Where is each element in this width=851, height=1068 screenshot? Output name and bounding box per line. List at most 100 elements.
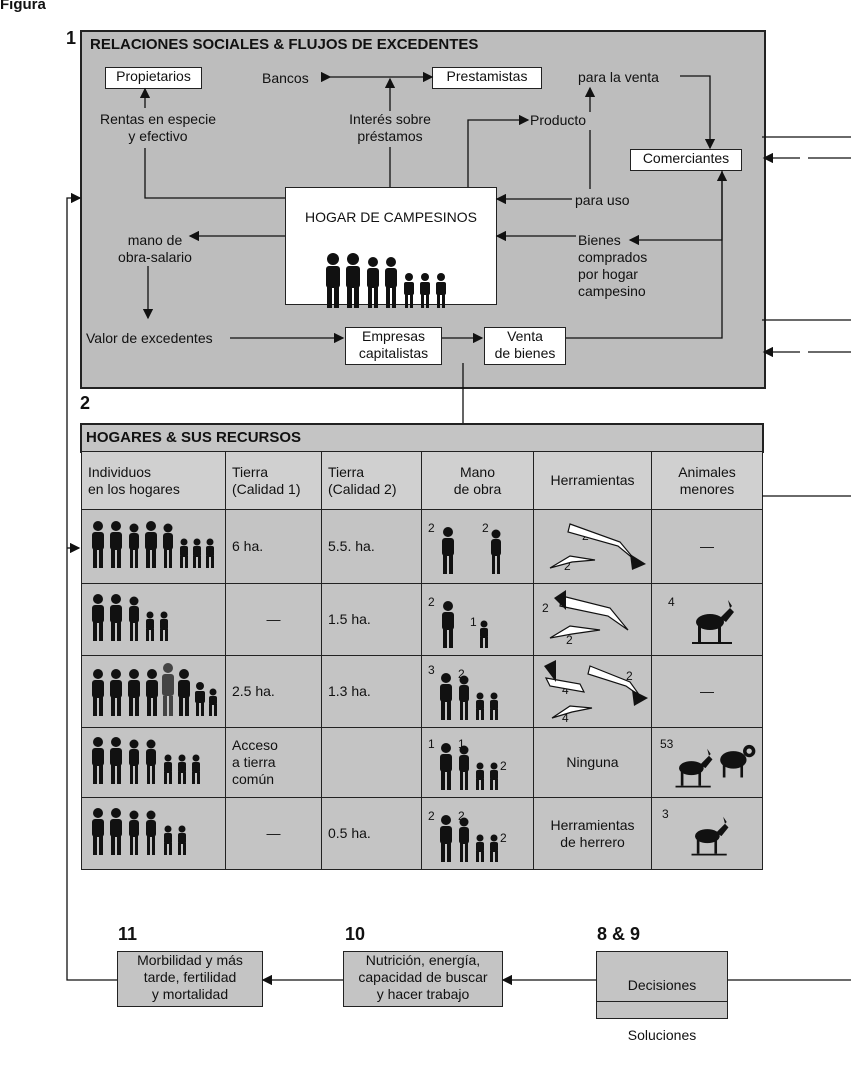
person-icon <box>129 523 139 568</box>
farm-tool-icon <box>549 522 646 570</box>
table-row: Acceso a tierra común 1 1 2 Ninguna 53 <box>81 727 763 798</box>
mano-count: 2 <box>458 808 465 823</box>
section1-number: 1 <box>66 28 77 48</box>
animales-cell: — <box>651 655 763 728</box>
person-icon <box>178 825 186 855</box>
step8-9-box: Decisiones Soluciones <box>596 951 728 1043</box>
goat-icon <box>675 748 713 787</box>
person-icon <box>480 620 488 648</box>
person-icon <box>440 672 452 720</box>
mano-count: 2 <box>428 594 435 609</box>
step8-9-number: 8 & 9 <box>597 924 641 944</box>
person-icon <box>440 742 452 790</box>
person-icon <box>129 810 139 855</box>
tierra2-cell: 1.3 ha. <box>321 655 422 728</box>
person-icon <box>178 668 190 716</box>
tierra1-cell: 6 ha. <box>225 509 322 584</box>
mano-obra-label: mano de obra-salario <box>118 232 192 265</box>
person-icon <box>92 736 104 784</box>
tool-count: 4 <box>562 710 569 725</box>
mano-count: 1 <box>428 736 435 751</box>
herramientas-cell: Herramientas de herrero <box>533 797 652 870</box>
ram-icon <box>720 744 756 777</box>
person-icon <box>92 593 104 641</box>
person-icon <box>164 825 172 855</box>
person-icon <box>209 688 217 716</box>
step11-number: 11 <box>118 924 138 944</box>
propietarios-box: Propietarios <box>105 67 202 89</box>
animales-cell: — <box>651 509 763 584</box>
mano-count: 3 <box>428 662 435 677</box>
family-icon <box>326 253 446 308</box>
tierra1-cell: — <box>225 797 322 870</box>
person-icon <box>164 754 172 784</box>
person-icon <box>206 538 214 568</box>
person-icon <box>442 600 454 648</box>
header-mano: Mano de obra <box>421 451 534 510</box>
person-icon <box>110 736 122 784</box>
farm-tool-icon <box>544 659 648 719</box>
person-icon <box>110 520 122 568</box>
prestamistas-box: Prestamistas <box>432 67 542 89</box>
herramientas-cell: 2 2 <box>533 509 652 584</box>
person-icon <box>490 692 498 720</box>
person-icon <box>490 834 498 862</box>
person-icon <box>490 762 498 790</box>
mano-count: 1 <box>458 736 465 751</box>
person-icon <box>110 807 122 855</box>
person-icon <box>346 253 360 308</box>
person-icon <box>145 520 157 568</box>
section2-title: HOGARES & SUS RECURSOS <box>86 429 302 446</box>
person-icon <box>404 273 414 308</box>
mano-count: 2 <box>500 758 507 773</box>
tierra2-cell: 1.5 ha. <box>321 583 422 656</box>
figure-label: Figura <box>0 0 46 13</box>
goat-icon <box>691 816 729 855</box>
header-animales: Animales menores <box>651 451 763 510</box>
connector-lines <box>66 71 851 986</box>
person-icon <box>459 817 469 862</box>
mano-cell: 2 2 2 <box>421 797 534 870</box>
person-icon <box>92 520 104 568</box>
decisiones-label: Decisiones <box>597 969 727 1002</box>
person-icon <box>146 739 156 784</box>
table-row: 2.5 ha. 1.3 ha. 3 2 4 2 4 — <box>81 655 763 728</box>
tool-count: 4 <box>562 682 569 697</box>
person-icon <box>128 668 140 716</box>
worker-icon <box>442 600 488 648</box>
animal-count: 3 <box>662 806 669 821</box>
person-icon <box>195 681 205 716</box>
family-icon <box>92 662 217 716</box>
producto-label: Producto <box>530 112 587 128</box>
person-icon <box>367 257 379 308</box>
person-icon <box>326 253 340 308</box>
interes-label: Interés sobre préstamos <box>349 111 431 144</box>
bienes-label: Bienes comprados por hogar campesino <box>578 232 648 299</box>
person-icon <box>476 692 484 720</box>
person-icon <box>442 526 454 574</box>
person-icon <box>440 814 452 862</box>
family-cell <box>81 797 226 870</box>
person-icon <box>110 668 122 716</box>
person-icon <box>491 529 501 574</box>
mano-count: 2 <box>500 830 507 845</box>
section2-title-bar <box>80 423 764 453</box>
tool-count: 2 <box>566 632 573 647</box>
person-icon <box>180 538 188 568</box>
tool-count: 2 <box>564 558 571 573</box>
person-icon <box>92 668 104 716</box>
mano-count: 1 <box>470 614 477 629</box>
comerciantes-box: Comerciantes <box>630 149 742 171</box>
resources-table: Individuos en los hogares Tierra (Calida… <box>81 451 763 870</box>
table-row: — 0.5 ha. 2 2 2 Herramientas de herrero … <box>81 797 763 870</box>
step11-box: Morbilidad y más tarde, fertilidad y mor… <box>117 951 263 1007</box>
valor-label: Valor de excedentes <box>86 330 213 346</box>
person-icon <box>476 834 484 862</box>
section2-number: 2 <box>80 393 91 413</box>
mano-cell: 1 1 2 <box>421 727 534 798</box>
herramientas-cell: 4 2 4 <box>533 655 652 728</box>
tierra1-cell: Acceso a tierra común <box>225 727 322 798</box>
tierra2-cell: 0.5 ha. <box>321 797 422 870</box>
tool-count: 2 <box>626 668 633 683</box>
person-icon <box>385 257 397 308</box>
